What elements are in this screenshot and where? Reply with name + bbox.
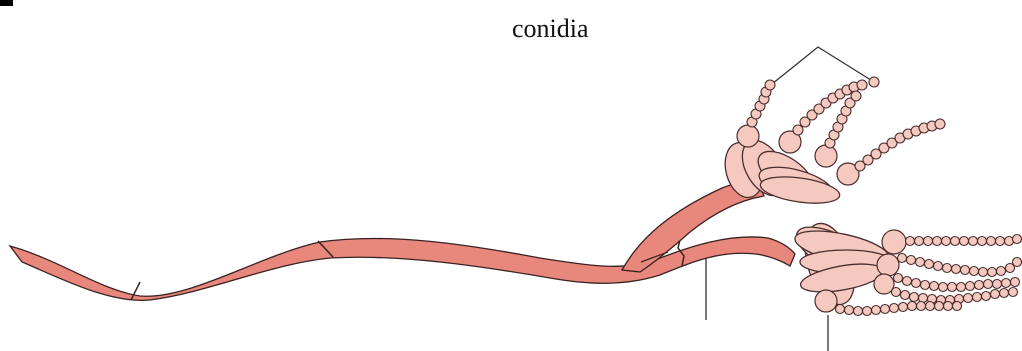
conidium [952, 265, 961, 274]
conidium [901, 291, 910, 300]
conidium [917, 302, 926, 311]
conidium [957, 283, 966, 292]
conidium [845, 306, 854, 315]
conidium [925, 260, 934, 269]
conidium [854, 307, 863, 316]
conidium [969, 237, 978, 246]
conidium [912, 279, 921, 288]
conidium [851, 91, 861, 101]
conidium [924, 237, 933, 246]
conidium [934, 262, 943, 271]
conidium [961, 266, 970, 275]
conidium [1000, 289, 1009, 298]
conidium [939, 283, 948, 292]
conidium [926, 302, 935, 311]
conidium [975, 281, 984, 290]
conidium [930, 282, 939, 291]
phialide [815, 290, 837, 312]
conidium [935, 119, 945, 129]
conidia-bracket-line [772, 47, 874, 84]
conidium [890, 304, 899, 313]
conidium [943, 264, 952, 273]
conidium [908, 302, 917, 311]
conidium [942, 237, 951, 246]
metula [759, 173, 842, 208]
conidium [973, 293, 982, 302]
conidium [953, 302, 962, 311]
hypha [10, 237, 795, 300]
conidium [960, 237, 969, 246]
conidium [872, 306, 881, 315]
conidium [991, 290, 1000, 299]
conidium [988, 268, 997, 277]
conidium [892, 288, 901, 297]
conidium [1009, 288, 1018, 297]
conidium [898, 254, 907, 263]
phialide [737, 125, 759, 147]
conidium [970, 267, 979, 276]
conidium [978, 237, 987, 246]
conidium [857, 80, 867, 90]
conidium [765, 80, 775, 90]
lower-conidiophore [789, 217, 1022, 316]
conidium [863, 307, 872, 316]
conidium [1013, 235, 1022, 244]
conidium [996, 237, 1005, 246]
conidium [836, 305, 845, 314]
conidium [982, 292, 991, 301]
conidium [933, 237, 942, 246]
conidium [948, 283, 957, 292]
hypha-body [10, 237, 795, 300]
conidium [869, 77, 879, 87]
conidium [944, 302, 953, 311]
conidium [979, 268, 988, 277]
conidium [793, 125, 803, 135]
phialide [874, 274, 894, 294]
phialide [815, 145, 837, 167]
conidium [906, 237, 915, 246]
conidium [907, 256, 916, 265]
conidium [1013, 258, 1022, 267]
conidium [910, 293, 919, 302]
conidium [1011, 278, 1020, 287]
conidium [915, 237, 924, 246]
phialide [877, 254, 899, 276]
conidium [997, 267, 1006, 276]
conidium [916, 258, 925, 267]
conidium [984, 280, 993, 289]
conidium [966, 282, 975, 291]
conidium [935, 302, 944, 311]
conidium [964, 294, 973, 303]
conidium [993, 280, 1002, 289]
conidium [881, 305, 890, 314]
conidium [987, 237, 996, 246]
conidium [1002, 279, 1011, 288]
conidium [899, 303, 908, 312]
phialide [882, 230, 906, 254]
conidium [903, 277, 912, 286]
conidium [894, 274, 903, 283]
conidium [921, 281, 930, 290]
conidium [951, 237, 960, 246]
